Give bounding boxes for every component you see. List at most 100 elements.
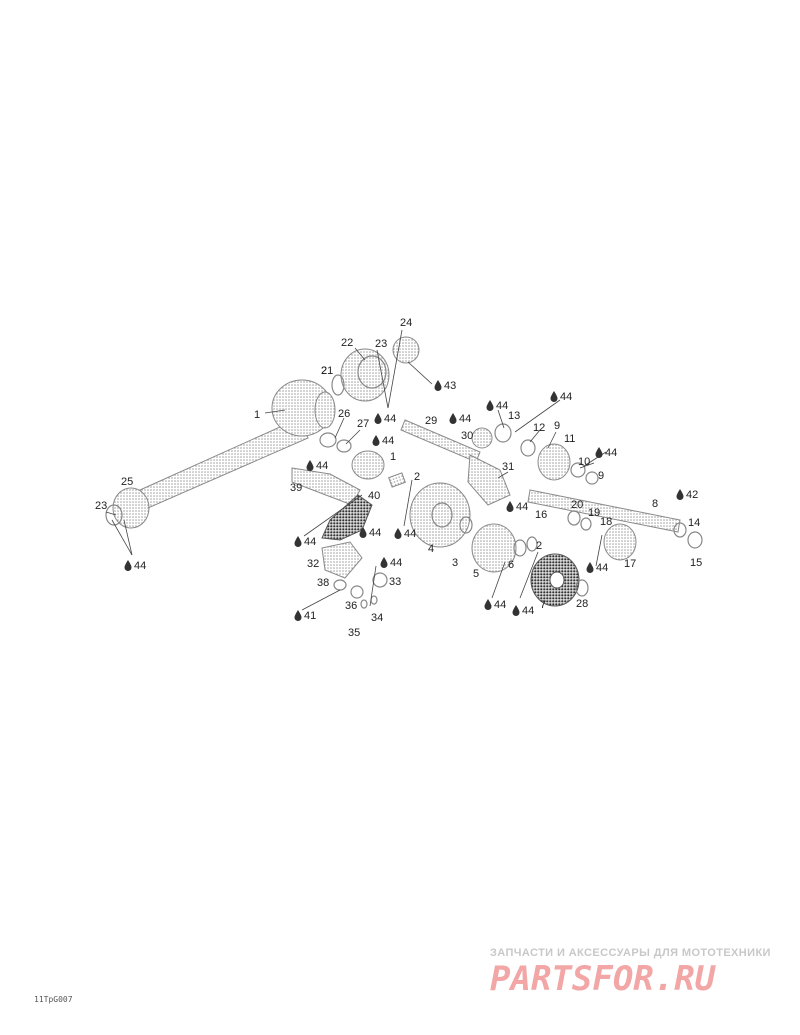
lube-label: 44 xyxy=(304,536,316,548)
oil-drop-icon xyxy=(294,536,302,547)
lube-label: 44 xyxy=(384,413,396,425)
callout-label: 8 xyxy=(652,498,658,510)
oil-drop-icon xyxy=(372,435,380,446)
lube-mark: 44 xyxy=(449,413,471,425)
gear-11 xyxy=(537,443,571,481)
callout-label: 10 xyxy=(578,456,590,468)
lube-label: 44 xyxy=(560,391,572,403)
washer-9 xyxy=(585,471,599,485)
callout-label: 25 xyxy=(121,476,133,488)
callout-label: 20 xyxy=(571,499,583,511)
sprocket-7-hub xyxy=(549,571,565,589)
gear-4 xyxy=(409,482,471,548)
callout-label: 36 xyxy=(345,600,357,612)
lube-marks: 44 44 44 44 44 44 44 44 xyxy=(124,380,698,622)
oil-drop-icon xyxy=(449,413,457,424)
callout-label: 21 xyxy=(321,365,333,377)
lube-label: 44 xyxy=(459,413,471,425)
oil-drop-icon xyxy=(506,501,514,512)
washer-3 xyxy=(459,516,473,534)
oil-drop-icon xyxy=(124,560,132,571)
callout-label: 39 xyxy=(290,482,302,494)
watermark-logo: PARTSFOR.RU xyxy=(490,959,717,999)
callout-label: 24 xyxy=(400,317,412,329)
gear-22 xyxy=(340,348,390,402)
shaft-8 xyxy=(527,489,681,533)
callout-labels: 1 1 2 2 2 3 4 5 6 7 8 9 9 10 11 12 13 14… xyxy=(95,317,702,639)
washer-38 xyxy=(333,579,347,591)
callout-label: 23 xyxy=(375,338,387,350)
lube-mark: 42 xyxy=(676,489,698,501)
oil-drop-icon xyxy=(359,527,367,538)
ring-28 xyxy=(575,579,589,597)
lube-mark: 44 xyxy=(506,501,528,513)
lube-mark: 43 xyxy=(434,380,456,392)
lube-mark: 44 xyxy=(380,557,402,569)
callout-label: 14 xyxy=(688,517,700,529)
lube-mark: 44 xyxy=(294,536,316,548)
gear-5 xyxy=(471,523,517,573)
callout-label: 26 xyxy=(338,408,350,420)
figure-code: 11TpG007 xyxy=(34,995,73,1004)
callout-label: 33 xyxy=(389,576,401,588)
lube-label: 41 xyxy=(304,610,316,622)
end-gear-25 xyxy=(112,487,150,529)
callout-label: 11 xyxy=(564,433,575,445)
oil-drop-icon xyxy=(380,557,388,568)
gear-17 xyxy=(603,523,637,561)
oil-drop-icon xyxy=(512,605,520,616)
lube-label: 44 xyxy=(496,400,508,412)
washer-20 xyxy=(567,510,581,526)
lube-mark: 44 xyxy=(486,400,508,412)
oil-drop-icon xyxy=(394,528,402,539)
lube-mark: 44 xyxy=(550,391,572,403)
lube-label: 44 xyxy=(404,528,416,540)
oil-drop-icon xyxy=(294,610,302,621)
oil-drop-icon xyxy=(374,413,382,424)
gear-23 xyxy=(357,355,387,389)
lube-label: 42 xyxy=(686,489,698,501)
callout-label: 32 xyxy=(307,558,319,570)
shaft-gear-collar xyxy=(314,391,336,429)
callout-label: 28 xyxy=(576,598,588,610)
lube-mark: 44 xyxy=(512,605,534,617)
washer-26 xyxy=(319,432,337,448)
callout-label: 2 xyxy=(414,471,420,483)
oil-drop-icon xyxy=(586,562,594,573)
bearing-30 xyxy=(471,427,493,449)
callout-label: 13 xyxy=(508,410,520,422)
lube-label: 44 xyxy=(605,447,617,459)
callout-label: 30 xyxy=(461,430,473,442)
lube-mark: 44 xyxy=(394,528,416,540)
oil-drop-icon xyxy=(484,599,492,610)
oil-drop-icon xyxy=(434,380,442,391)
callout-label: 23 xyxy=(95,500,107,512)
lube-label: 44 xyxy=(382,435,394,447)
lube-mark: 41 xyxy=(294,610,316,622)
callout-label: 19 xyxy=(588,507,600,519)
pin-35 xyxy=(360,599,368,609)
oil-drop-icon xyxy=(486,400,494,411)
washer-19 xyxy=(580,517,592,531)
callout-label: 4 xyxy=(428,543,434,555)
main-shaft xyxy=(139,417,309,509)
lube-mark: 44 xyxy=(374,413,396,425)
callout-label: 15 xyxy=(690,557,702,569)
selector-32 xyxy=(321,541,363,579)
callout-label: 29 xyxy=(425,415,437,427)
washer-27 xyxy=(336,439,352,453)
leader-lines xyxy=(105,329,607,611)
callout-label: 1 xyxy=(390,451,396,463)
ring-21 xyxy=(331,374,345,396)
lube-label: 44 xyxy=(516,501,528,513)
lube-label: 44 xyxy=(390,557,402,569)
callout-label: 3 xyxy=(452,557,458,569)
lube-label: 44 xyxy=(316,460,328,472)
oil-drop-icon xyxy=(550,391,558,402)
callout-label: 34 xyxy=(371,612,383,624)
callout-label: 38 xyxy=(317,577,329,589)
gear-1-small xyxy=(351,450,385,480)
callout-label: 31 xyxy=(502,461,514,473)
lube-label: 44 xyxy=(134,560,146,572)
